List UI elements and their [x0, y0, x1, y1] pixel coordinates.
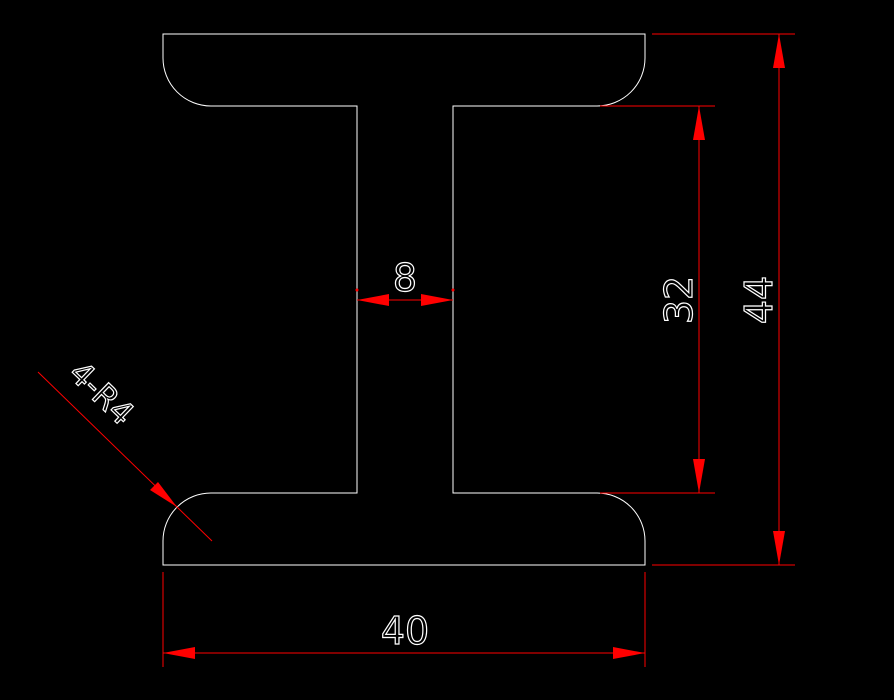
fillet-radius-leader: 4-R4: [37, 353, 213, 542]
overall-height-label: 44: [737, 276, 781, 324]
web-thickness-label: 8: [393, 256, 417, 300]
web-height-arrow-top: [693, 106, 705, 140]
web-thickness-arrow-right: [421, 294, 453, 306]
fillet-radius-leader-line: [37, 371, 213, 542]
web-height-label: 32: [657, 276, 701, 324]
flange-width-label: 40: [381, 609, 429, 653]
web-thickness-point-left: [355, 288, 359, 292]
web-thickness-dimension: 8: [355, 255, 455, 306]
overall-height-arrow-top: [773, 34, 785, 68]
fillet-radius-arrow: [150, 482, 177, 507]
overall-height-arrow-bottom: [773, 531, 785, 565]
web-thickness-point-right: [451, 288, 455, 292]
i-beam-profile: [162, 33, 646, 566]
overall-height-dimension: 44: [652, 33, 795, 566]
flange-width-dimension: 40: [162, 572, 646, 667]
web-height-arrow-bottom: [693, 459, 705, 493]
web-height-dimension: 32: [600, 105, 715, 494]
flange-width-arrow-right: [613, 647, 645, 659]
web-thickness-arrow-left: [357, 294, 389, 306]
fillet-radius-label: 4-R4: [62, 354, 142, 433]
flange-width-arrow-left: [163, 647, 195, 659]
